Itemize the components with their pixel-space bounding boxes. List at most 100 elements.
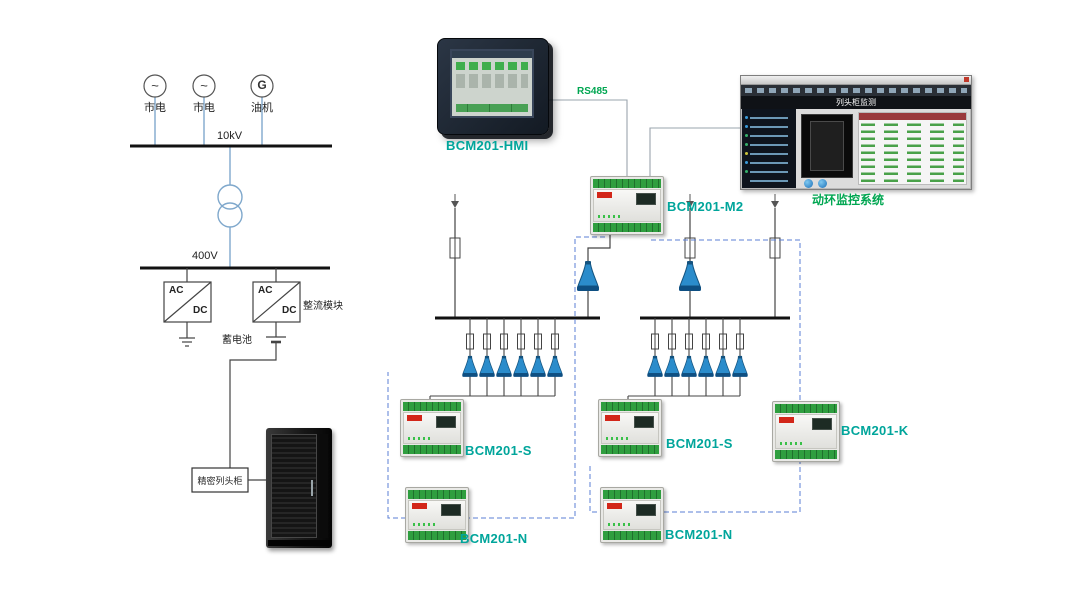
bcm201-n-label: BCM201-N [665,527,733,542]
fuse-icon [651,333,659,350]
ground-icon [179,337,195,347]
source-feeders [154,97,263,268]
bcm201-hmi-label: BCM201-HMI [446,138,529,153]
rectifier-battery-circuit [163,268,301,493]
brand-mark [407,415,422,421]
bcm201-m2-label: BCM201-M2 [667,199,744,214]
status-leds [408,437,430,440]
status-leds [413,523,435,526]
supply-arrow-icon [450,193,460,209]
fuse-icon [702,333,710,350]
lcd-display [436,416,456,428]
terminal-strip [593,179,661,188]
bcm201-m2-device [590,176,664,235]
status-leds [780,442,802,445]
fuse-icon [449,237,461,259]
lcd-display [812,418,832,430]
ct-sensor-icon [680,355,698,378]
ct-sensor-icon [529,355,547,378]
bcm201-n-device [600,487,664,543]
row-cabinet-label: 精密列头柜 [197,476,243,486]
generator-label: 油机 [251,102,273,114]
fuse-icon [500,333,508,350]
server-cabinet-image [266,428,332,548]
battery-icon [266,336,286,344]
bcm201-s-label: BCM201-S [465,443,532,458]
ct-sensor-icon [663,355,681,378]
ct-sensor-icon [697,355,715,378]
lcd-display [634,416,654,428]
scada-window: 列头柜监测 [740,75,972,190]
bcm201-hmi-device [437,38,549,135]
transformer-icon [217,202,243,228]
rectifier-module-label: 整流模块 [303,301,343,312]
scada-title: 列头柜监测 [741,96,971,109]
battery-label: 蓄电池 [222,335,252,346]
fuse-icon [736,333,744,350]
power-source-icons [143,74,274,98]
rectifier-ac-label: AC [258,285,273,296]
brand-mark [607,503,622,509]
hmi-screen [450,49,534,118]
lv-bus-label: 400V [192,250,218,262]
mains-label: 市电 [144,102,166,114]
mains-label: 市电 [193,102,215,114]
brand-mark [412,503,427,509]
ct-sensor-icon [478,355,496,378]
device-tree-panel [742,109,796,188]
close-icon [964,77,969,82]
measurement-table [858,112,967,185]
status-leds [606,437,628,440]
cabinet-door [271,434,317,538]
fuse-icon [551,333,559,350]
toolbar-icons [745,88,967,93]
fuse-icon [769,237,781,259]
lcd-display [636,504,656,516]
comm-links [547,99,740,176]
cabinet-photo [801,114,853,178]
cabinet-handle [311,480,313,496]
fuse-icon [685,333,693,350]
ct-sensor-icon [714,355,732,378]
bcm201-k-device [772,401,840,462]
ct-sensor-icon [678,260,702,292]
scada-button-icon [818,179,827,188]
brand-mark [779,417,794,423]
ct-sensor-icon [731,355,749,378]
fuse-icon [668,333,676,350]
fuse-icon [719,333,727,350]
bcm201-n-device [405,487,469,543]
rectifier-dc-label: DC [193,305,208,316]
ct-sensor-icon [646,355,664,378]
ct-sensor-icon [461,355,479,378]
status-leds [608,523,630,526]
rectifier-ac-label: AC [169,285,184,296]
comm-bus-dashed [387,236,801,519]
bcm201-s-device [400,399,464,457]
lcd-display [441,504,461,516]
rectifier-dc-label: DC [282,305,297,316]
status-leds [598,215,620,218]
brand-mark [597,192,612,198]
fuse-icon [684,237,696,259]
ct-sensor-icon [495,355,513,378]
lcd-display [636,193,656,205]
mains-source-symbol: ~ [151,78,159,93]
scada-button-icon [804,179,813,188]
rs485-label: RS485 [577,86,608,97]
fuse-icon [483,333,491,350]
hv-bus-label: 10kV [217,130,243,142]
bcm201-s-label: BCM201-S [666,436,733,451]
fuse-icon [517,333,525,350]
transformer-icon [217,184,243,210]
window-titlebar [741,76,971,85]
ct-sensor-icon [576,260,600,292]
ct-sensor-icon [546,355,564,378]
mains-source-symbol: ~ [200,78,208,93]
bcm201-n-label: BCM201-N [460,531,528,546]
scada-main-panel [796,109,970,188]
terminal-strip [593,223,661,232]
bcm201-k-label: BCM201-K [841,423,909,438]
